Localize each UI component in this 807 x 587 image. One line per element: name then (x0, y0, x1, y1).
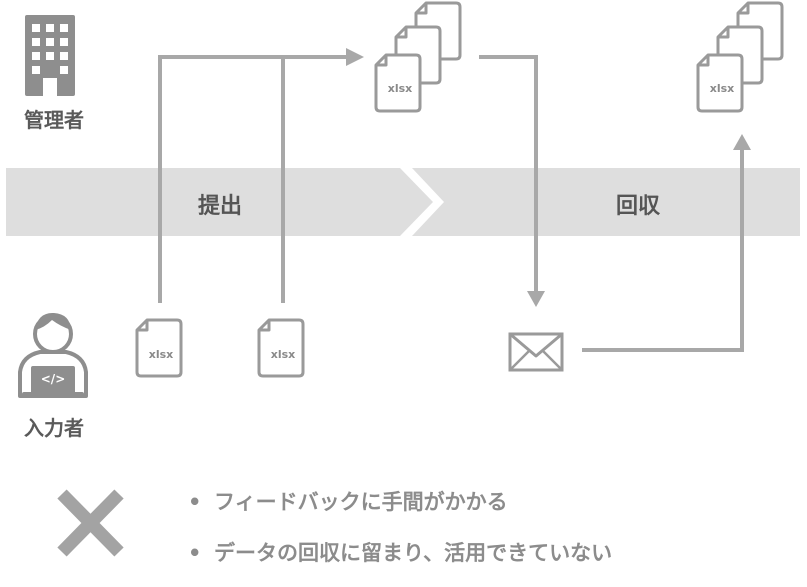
phase-band-collect (412, 168, 800, 236)
file-label-1: xlsx (148, 348, 174, 361)
person-with-laptop-icon (18, 312, 88, 398)
building-icon (25, 15, 75, 96)
submit-arrowhead (346, 48, 364, 66)
cross-mark-icon (57, 489, 124, 557)
problem-item-1: • フィードバックに手間がかかる (188, 486, 508, 516)
collect-arrow (582, 150, 744, 352)
notify-arrowhead (527, 291, 545, 307)
phase-band-submit (6, 168, 433, 236)
bullet-dot: • (188, 490, 202, 514)
mail-icon (508, 332, 564, 372)
notify-arrow (479, 55, 538, 291)
collect-arrowhead (733, 134, 751, 150)
problem-text-1: フィードバックに手間がかかる (214, 490, 508, 514)
phase-submit-label: 提出 (197, 194, 242, 219)
role-inputter-label: 入力者 (24, 416, 84, 440)
problem-text-2: データの回収に留まり、活用できていない (214, 541, 613, 565)
bullet-dot: • (188, 541, 202, 565)
problem-item-2: • データの回収に留まり、活用できていない (188, 537, 612, 567)
role-admin-label: 管理者 (24, 108, 84, 132)
code-icon: </> (40, 372, 66, 386)
phase-collect-label: 回収 (615, 194, 660, 219)
file-label-stack-b: xlsx (709, 82, 735, 95)
file-label-2: xlsx (270, 348, 296, 361)
file-label-stack-a: xlsx (387, 82, 413, 95)
